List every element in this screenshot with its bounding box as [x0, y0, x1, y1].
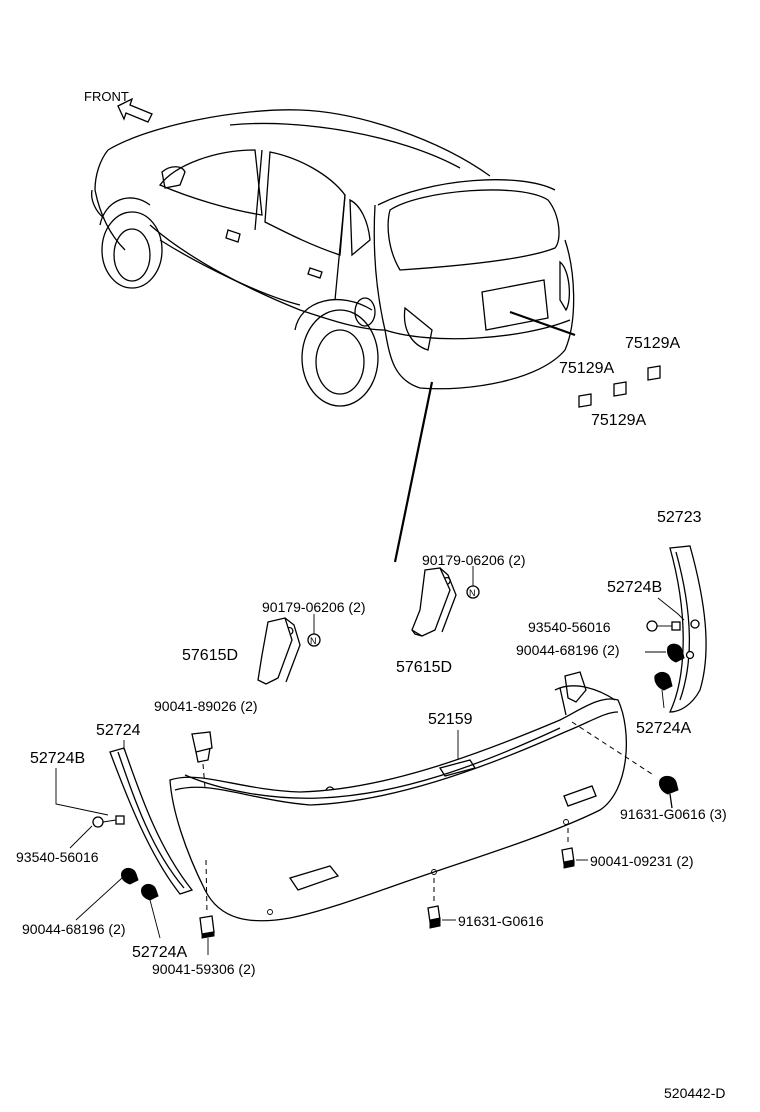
part-label-52724: 52724 [96, 722, 141, 739]
part-label-90044-right: 90044-68196 (2) [516, 642, 620, 658]
clip-90041-59306 [199, 915, 215, 939]
part-label-52724B-right: 52724B [607, 579, 662, 596]
part-label-75129A-bottom: 75129A [591, 412, 646, 429]
part-label-75129A-mid: 75129A [559, 360, 614, 377]
part-label-90179-left: 90179-06206 (2) [262, 599, 366, 615]
clip-93540-left [92, 815, 125, 828]
car-body-illustration [90, 109, 575, 407]
part-label-52724B-left: 52724B [30, 750, 85, 767]
part-label-91631-G0616: 91631-G0616 [458, 913, 544, 929]
nut-90179-left: N [307, 633, 321, 647]
middle-bracket-57615D [411, 567, 457, 637]
clip-52724A-left [141, 883, 159, 901]
part-label-93540-left: 93540-56016 [16, 849, 99, 865]
part-label-52159: 52159 [428, 711, 473, 728]
emblem-pieces [578, 365, 661, 408]
front-label: FRONT [84, 89, 129, 104]
svg-text:N: N [310, 636, 317, 646]
left-bumper-extension-52724 [109, 747, 194, 895]
diagram-code: 520442-D [664, 1085, 726, 1101]
leader-52724A-left [149, 899, 161, 939]
clip-52724A-right [654, 671, 673, 709]
dash-90041-89026 [202, 763, 206, 789]
screw-91631-G0616-3 [659, 775, 679, 809]
nut-90179-middle: N [466, 585, 480, 599]
car-to-emblem-leader [509, 310, 576, 337]
part-label-90041-09231: 90041-09231 (2) [590, 853, 694, 869]
leader-52724B-left [55, 768, 109, 816]
clip-90044-left [121, 867, 139, 885]
right-bumper-extension-52723 [668, 545, 707, 713]
left-bracket-57615D [257, 617, 301, 685]
part-label-52724A-left: 52724A [132, 944, 187, 961]
part-label-52723: 52723 [657, 509, 702, 526]
part-label-52724A-right: 52724A [636, 720, 691, 737]
leader-52724B-right [657, 597, 685, 621]
part-label-57615D-middle: 57615D [396, 659, 452, 676]
push-clip-90041-89026 [191, 731, 213, 763]
part-label-93540-right: 93540-56016 [528, 619, 611, 635]
part-label-90044-left: 90044-68196 (2) [22, 921, 126, 937]
part-label-90041-89026: 90041-89026 (2) [154, 698, 258, 714]
clip-90041-09231 [561, 847, 575, 869]
rear-bumper-cover-52159 [169, 671, 627, 922]
part-label-91631-G0616-3: 91631-G0616 (3) [620, 806, 727, 822]
part-label-90179-middle: 90179-06206 (2) [422, 552, 526, 568]
clip-90044-right [667, 643, 685, 663]
dash-91631-3 [571, 721, 656, 777]
part-label-90041-59306: 90041-59306 (2) [152, 961, 256, 977]
car-to-bumper-leader [393, 381, 434, 563]
front-direction-arrow [117, 97, 153, 123]
clip-93540-right [646, 620, 681, 632]
part-label-57615D-left: 57615D [182, 647, 238, 664]
part-label-75129A-top: 75129A [625, 335, 680, 352]
screw-91631-G0616 [427, 905, 441, 929]
svg-text:N: N [469, 588, 476, 598]
dash-90041-59306 [205, 859, 208, 915]
leader-93540-left [69, 825, 93, 849]
leader-90044-left [75, 877, 123, 921]
